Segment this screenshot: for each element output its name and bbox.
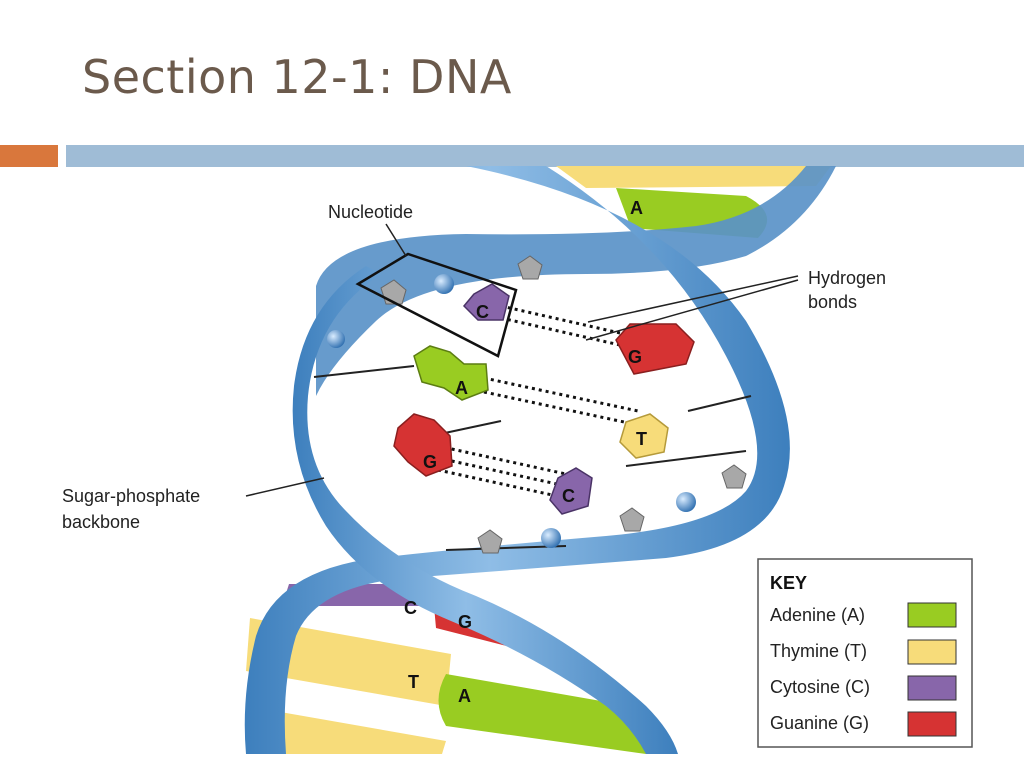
hydrogen-leader-2 bbox=[585, 279, 799, 341]
svg-text:A: A bbox=[455, 378, 468, 398]
key-box: KEY Adenine (A) Thymine (T) Cytosine (C)… bbox=[757, 558, 973, 748]
base-a2: A bbox=[413, 345, 489, 401]
base-c1: C bbox=[462, 283, 510, 322]
hydrogen-label-line1: Hydrogen bbox=[808, 268, 886, 288]
title-rule-accent bbox=[0, 145, 58, 167]
base-low-g: G bbox=[458, 612, 472, 632]
base-low-c: C bbox=[404, 598, 417, 618]
key-label-adenine: Adenine (A) bbox=[770, 605, 865, 625]
svg-text:G: G bbox=[423, 452, 437, 472]
key-swatch-guanine bbox=[907, 711, 957, 737]
rung-bottom-thymine bbox=[246, 706, 446, 754]
title-rule-bar bbox=[66, 145, 1024, 167]
hydrogen-label-line2: bonds bbox=[808, 292, 857, 312]
key-title: KEY bbox=[770, 573, 807, 593]
base-g3: G bbox=[393, 413, 453, 477]
sugar-pentagons bbox=[380, 255, 747, 554]
hydrogen-leader-1 bbox=[587, 275, 799, 323]
backbone-leader bbox=[245, 477, 325, 497]
base-low-a: A bbox=[458, 686, 471, 706]
base-top-a: A bbox=[630, 198, 643, 218]
key-swatch-thymine bbox=[907, 639, 957, 665]
key-label-guanine: Guanine (G) bbox=[770, 713, 869, 733]
rung-t-thymine bbox=[246, 618, 451, 706]
svg-text:G: G bbox=[628, 347, 642, 367]
key-swatch-adenine bbox=[907, 602, 957, 628]
base-c3: C bbox=[549, 467, 593, 515]
rung-top-thymine bbox=[556, 166, 831, 188]
base-g1: G bbox=[615, 323, 695, 375]
nucleotide-leader bbox=[385, 223, 407, 257]
key-label-cytosine: Cytosine (C) bbox=[770, 677, 870, 697]
slide-title: Section 12-1: DNA bbox=[82, 50, 512, 104]
base-t2: T bbox=[619, 413, 669, 459]
left-ribbon bbox=[292, 266, 678, 754]
backbone-label-line2: backbone bbox=[62, 512, 140, 532]
base-low-t: T bbox=[408, 672, 419, 692]
rung-a-adenine bbox=[438, 674, 646, 754]
backbone-detail bbox=[313, 365, 752, 551]
dna-diagram: C G A T G C A C G T A Nucleotide Hydroge… bbox=[62, 166, 973, 754]
key-swatch-cytosine bbox=[907, 675, 957, 701]
nucleotide-label: Nucleotide bbox=[328, 202, 413, 222]
key-label-thymine: Thymine (T) bbox=[770, 641, 867, 661]
svg-text:C: C bbox=[476, 302, 489, 322]
hydrogen-bonds bbox=[437, 304, 643, 500]
backbone-label-line1: Sugar-phosphate bbox=[62, 486, 200, 506]
svg-text:C: C bbox=[562, 486, 575, 506]
nucleotide-box bbox=[355, 252, 518, 358]
svg-text:T: T bbox=[636, 429, 647, 449]
phosphate-spheres bbox=[327, 274, 696, 548]
back-ribbon bbox=[316, 166, 836, 396]
